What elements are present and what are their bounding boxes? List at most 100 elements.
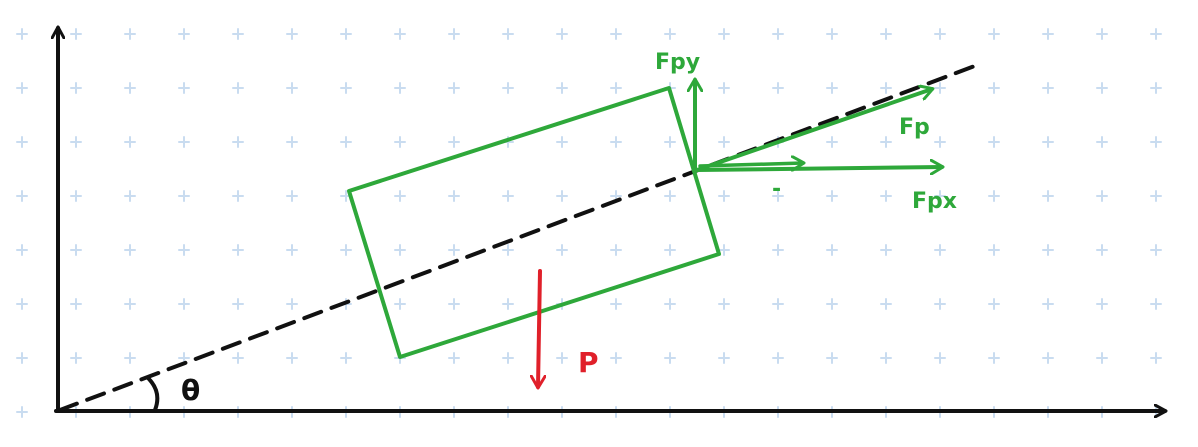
grid-plus-mark (988, 136, 1000, 148)
grid-plus-mark (502, 352, 514, 364)
grid-plus-mark (178, 82, 190, 94)
grid-plus-mark (394, 82, 406, 94)
grid-plus-mark (664, 28, 676, 40)
grid-plus-mark (232, 244, 244, 256)
grid-plus-mark (16, 406, 28, 418)
grid-plus-mark (1042, 190, 1054, 202)
grid-plus-mark (178, 28, 190, 40)
grid-plus-mark (610, 28, 622, 40)
force-fpx-label: Fpx (912, 189, 957, 214)
grid-plus-mark (232, 190, 244, 202)
grid-plus-mark (340, 82, 352, 94)
grid-plus-mark (286, 352, 298, 364)
grid-plus-mark (16, 28, 28, 40)
weight-p-label: P (578, 346, 599, 379)
grid-plus-mark (124, 28, 136, 40)
grid-plus-mark (124, 190, 136, 202)
grid-plus-mark (664, 298, 676, 310)
grid-plus-mark (1150, 244, 1162, 256)
grid-plus-mark (1096, 28, 1108, 40)
grid-plus-mark (232, 352, 244, 364)
grid-plus-mark (1150, 190, 1162, 202)
grid-plus-mark (772, 352, 784, 364)
grid-plus-mark (1042, 82, 1054, 94)
grid-plus-mark (70, 82, 82, 94)
grid-plus-mark (988, 82, 1000, 94)
tick-mark-label: - (772, 177, 781, 202)
grid-plus-mark (286, 298, 298, 310)
grid-plus-mark (718, 244, 730, 256)
grid-plus-mark (178, 244, 190, 256)
grid-plus-mark (934, 136, 946, 148)
grid-plus-mark (70, 298, 82, 310)
grid-plus-mark (1042, 136, 1054, 148)
grid-plus-mark (1042, 298, 1054, 310)
force-fpx-arrow (695, 167, 942, 170)
grid-plus-mark (70, 244, 82, 256)
grid-plus-mark (124, 298, 136, 310)
grid-plus-mark (1042, 244, 1054, 256)
grid-plus-mark (340, 244, 352, 256)
grid-plus-mark (16, 244, 28, 256)
grid-plus-mark (1042, 352, 1054, 364)
grid-plus-mark (70, 28, 82, 40)
grid-plus-mark (826, 28, 838, 40)
grid-plus-mark (1150, 136, 1162, 148)
grid-plus-mark (934, 28, 946, 40)
grid-plus-mark (772, 28, 784, 40)
grid-plus-mark (826, 298, 838, 310)
grid-plus-mark (826, 82, 838, 94)
grid-plus-mark (556, 136, 568, 148)
grid-plus-mark (988, 352, 1000, 364)
force-fpy-label: Fpy (655, 50, 700, 75)
grid-plus-mark (1150, 352, 1162, 364)
force-fp-arrow (695, 89, 932, 172)
grid-plus-mark (718, 82, 730, 94)
small-horizontal-arrow (698, 163, 803, 166)
grid-plus-mark (1150, 298, 1162, 310)
grid-plus-mark (988, 244, 1000, 256)
grid-plus-mark (880, 82, 892, 94)
grid-plus-mark (610, 352, 622, 364)
grid-plus-mark (286, 244, 298, 256)
grid-plus-mark (286, 82, 298, 94)
grid-plus-mark (502, 244, 514, 256)
grid-plus-mark (1096, 352, 1108, 364)
grid-plus-mark (16, 352, 28, 364)
grid-plus-mark (394, 190, 406, 202)
grid-plus-mark (988, 28, 1000, 40)
grid-plus-mark (1096, 298, 1108, 310)
block (347, 86, 721, 359)
grid-plus-mark (502, 190, 514, 202)
grid-plus-mark (610, 298, 622, 310)
grid-plus-mark (286, 136, 298, 148)
grid-plus-mark (934, 244, 946, 256)
grid-plus-mark (610, 136, 622, 148)
grid-plus-mark (448, 244, 460, 256)
grid-plus-mark (664, 244, 676, 256)
grid-plus-mark (70, 352, 82, 364)
force-fp-label: Fp (899, 115, 930, 140)
grid-plus-mark (718, 136, 730, 148)
grid-plus-mark (394, 298, 406, 310)
grid-plus-mark (880, 190, 892, 202)
grid-plus-mark (826, 352, 838, 364)
grid-plus-mark (448, 298, 460, 310)
angle-arc (146, 376, 160, 412)
grid-plus-mark (502, 28, 514, 40)
grid-plus-mark (934, 190, 946, 202)
grid-plus-mark (718, 298, 730, 310)
grid-plus-mark (664, 190, 676, 202)
grid-plus-mark (124, 136, 136, 148)
grid-plus-mark (772, 298, 784, 310)
grid-plus-mark (1096, 136, 1108, 148)
grid-plus-mark (124, 82, 136, 94)
grid-plus-mark (232, 136, 244, 148)
grid-plus-mark (502, 82, 514, 94)
weight-p-arrow (538, 269, 540, 387)
grid-plus-mark (772, 190, 784, 202)
grid-plus-mark (718, 28, 730, 40)
grid-plus-mark (772, 244, 784, 256)
